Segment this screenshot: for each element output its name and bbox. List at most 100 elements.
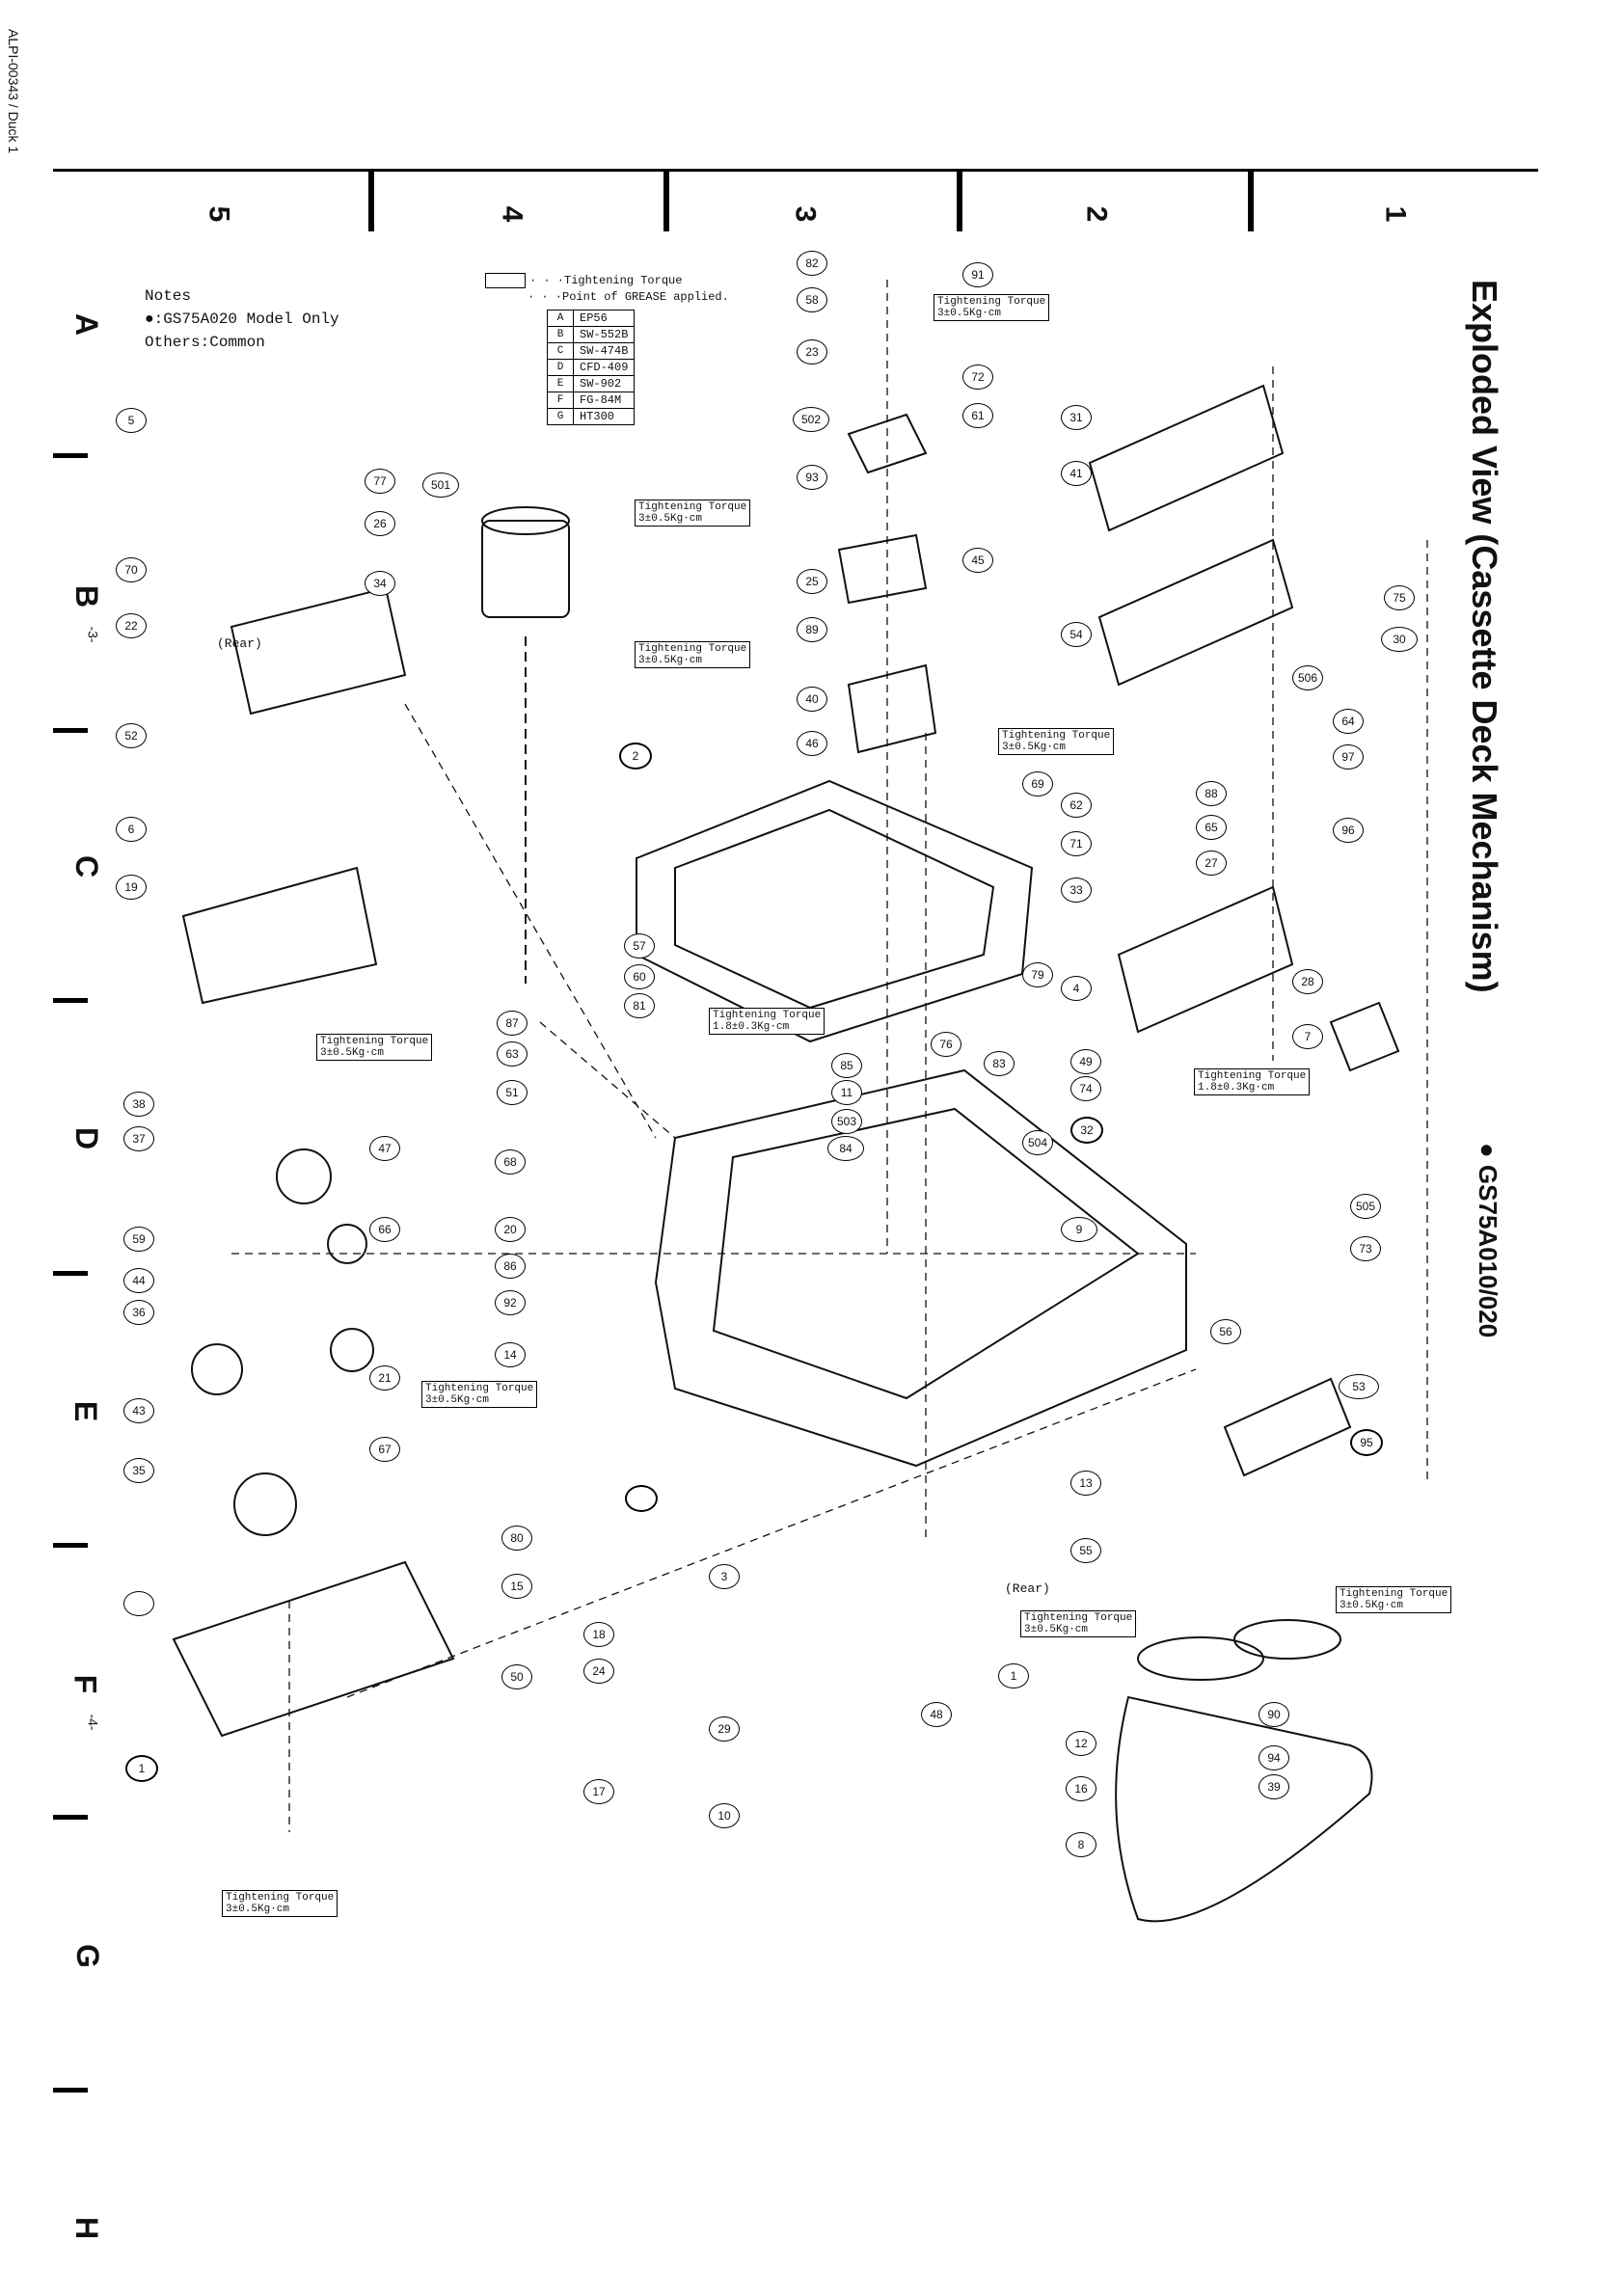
- part-callout: [123, 1591, 154, 1616]
- part-callout: 53: [1339, 1374, 1379, 1399]
- flywheel: [1233, 1619, 1341, 1660]
- part-callout: 30: [1381, 627, 1418, 652]
- grid-row-tick: [53, 728, 88, 733]
- torque-label-title: Tightening Torque: [638, 643, 747, 655]
- part-callout: 55: [1070, 1538, 1101, 1563]
- part-callout: 17: [583, 1779, 614, 1804]
- part-callout: 31: [1061, 405, 1092, 430]
- part-callout: 80: [501, 1526, 532, 1551]
- part-callout: 62: [1061, 793, 1092, 818]
- part-callout: 44: [123, 1268, 154, 1293]
- grease-name: SW-474B: [572, 342, 636, 360]
- part-callout: 22: [116, 613, 147, 638]
- sensor-switch: [1329, 1001, 1400, 1072]
- part-callout: 58: [797, 287, 827, 312]
- part-callout: 94: [1259, 1745, 1289, 1770]
- part-callout: 43: [123, 1398, 154, 1423]
- part-callout: 70: [116, 557, 147, 582]
- part-callout: 67: [369, 1437, 400, 1462]
- assembly-line: [539, 1021, 676, 1139]
- circuit-board: [1223, 1377, 1352, 1477]
- assembly-line: [346, 1368, 1197, 1698]
- part-callout: 18: [583, 1622, 614, 1647]
- drive-belt: [1115, 1695, 1373, 1923]
- rear-label: (Rear): [217, 636, 262, 651]
- part-callout: 20: [495, 1217, 526, 1242]
- part-callout: 28: [1292, 969, 1323, 994]
- left-bracket-upper: [230, 586, 407, 716]
- part-callout: 88: [1196, 781, 1227, 806]
- part-callout: 79: [1022, 962, 1053, 987]
- part-callout: 504: [1022, 1130, 1053, 1155]
- main-chassis: [654, 1068, 1187, 1468]
- part-callout: 26: [365, 511, 395, 536]
- cassette-frame-inner: [674, 808, 995, 1010]
- flywheel: [1137, 1636, 1264, 1681]
- part-callout: 37: [123, 1126, 154, 1151]
- part-callout: 95: [1350, 1429, 1383, 1456]
- torque-label-value: 3±0.5Kg·cm: [1024, 1624, 1089, 1635]
- part-callout: 50: [501, 1664, 532, 1689]
- part-callout: 15: [501, 1574, 532, 1599]
- cassette-frame: [636, 779, 1034, 1043]
- part-callout: 14: [495, 1342, 526, 1367]
- part-callout: 61: [962, 403, 993, 428]
- part-callout: 93: [797, 465, 827, 490]
- grease-name: EP56: [572, 310, 636, 327]
- grease-name: CFD-409: [572, 359, 636, 376]
- grease-name: SW-902: [572, 375, 636, 392]
- part-callout: 90: [1259, 1702, 1289, 1727]
- notes-line-model: ●:GS75A020 Model Only: [145, 311, 339, 328]
- grease-name: FG-84M: [572, 392, 636, 409]
- grid-row-tick: [53, 1815, 88, 1820]
- part-callout: 11: [831, 1080, 862, 1105]
- top-border-line: [53, 169, 1538, 172]
- gear: [327, 1224, 367, 1264]
- gear: [233, 1472, 297, 1536]
- torque-label-title: Tightening Torque: [1024, 1612, 1133, 1624]
- part-callout: 64: [1333, 709, 1364, 734]
- part-callout: 45: [962, 548, 993, 573]
- right-lever: [1088, 384, 1285, 532]
- grease-name: SW-552B: [572, 326, 636, 343]
- grid-row-tick: [53, 453, 88, 458]
- torque-label-value: 3±0.5Kg·cm: [1340, 1600, 1404, 1611]
- torque-label-title: Tightening Torque: [713, 1010, 822, 1021]
- grease-name: HT300: [572, 408, 636, 425]
- part-callout: 24: [583, 1659, 614, 1684]
- part-callout: 59: [123, 1227, 154, 1252]
- part-callout: 76: [931, 1032, 961, 1057]
- legend: · · ·Tightening Torque · · ·Point of GRE…: [485, 273, 729, 425]
- part-callout: 82: [797, 251, 827, 276]
- part-callout: 21: [369, 1365, 400, 1391]
- part-callout: 84: [827, 1136, 864, 1161]
- torque-label-title: Tightening Torque: [1340, 1588, 1448, 1600]
- torque-label-title: Tightening Torque: [638, 501, 747, 513]
- part-callout: 75: [1384, 585, 1415, 610]
- grid-divider: [663, 172, 669, 231]
- torque-label-value: 3±0.5Kg·cm: [638, 655, 703, 666]
- part-callout: 25: [797, 569, 827, 594]
- part-callout: 501: [422, 473, 459, 498]
- part-callout: 68: [495, 1149, 526, 1175]
- part-callout: 7: [1292, 1024, 1323, 1049]
- part-callout: 9: [1061, 1217, 1097, 1242]
- part-callout: 4: [1061, 976, 1092, 1001]
- part-callout: 69: [1022, 771, 1053, 797]
- part-callout: 505: [1350, 1194, 1381, 1219]
- part-callout: 57: [624, 933, 655, 959]
- part-callout: 60: [624, 964, 655, 989]
- grid-row-tick: [53, 1271, 88, 1276]
- torque-label-value: 3±0.5Kg·cm: [638, 513, 703, 525]
- part-callout: 89: [797, 617, 827, 642]
- torque-label-title: Tightening Torque: [1198, 1070, 1307, 1082]
